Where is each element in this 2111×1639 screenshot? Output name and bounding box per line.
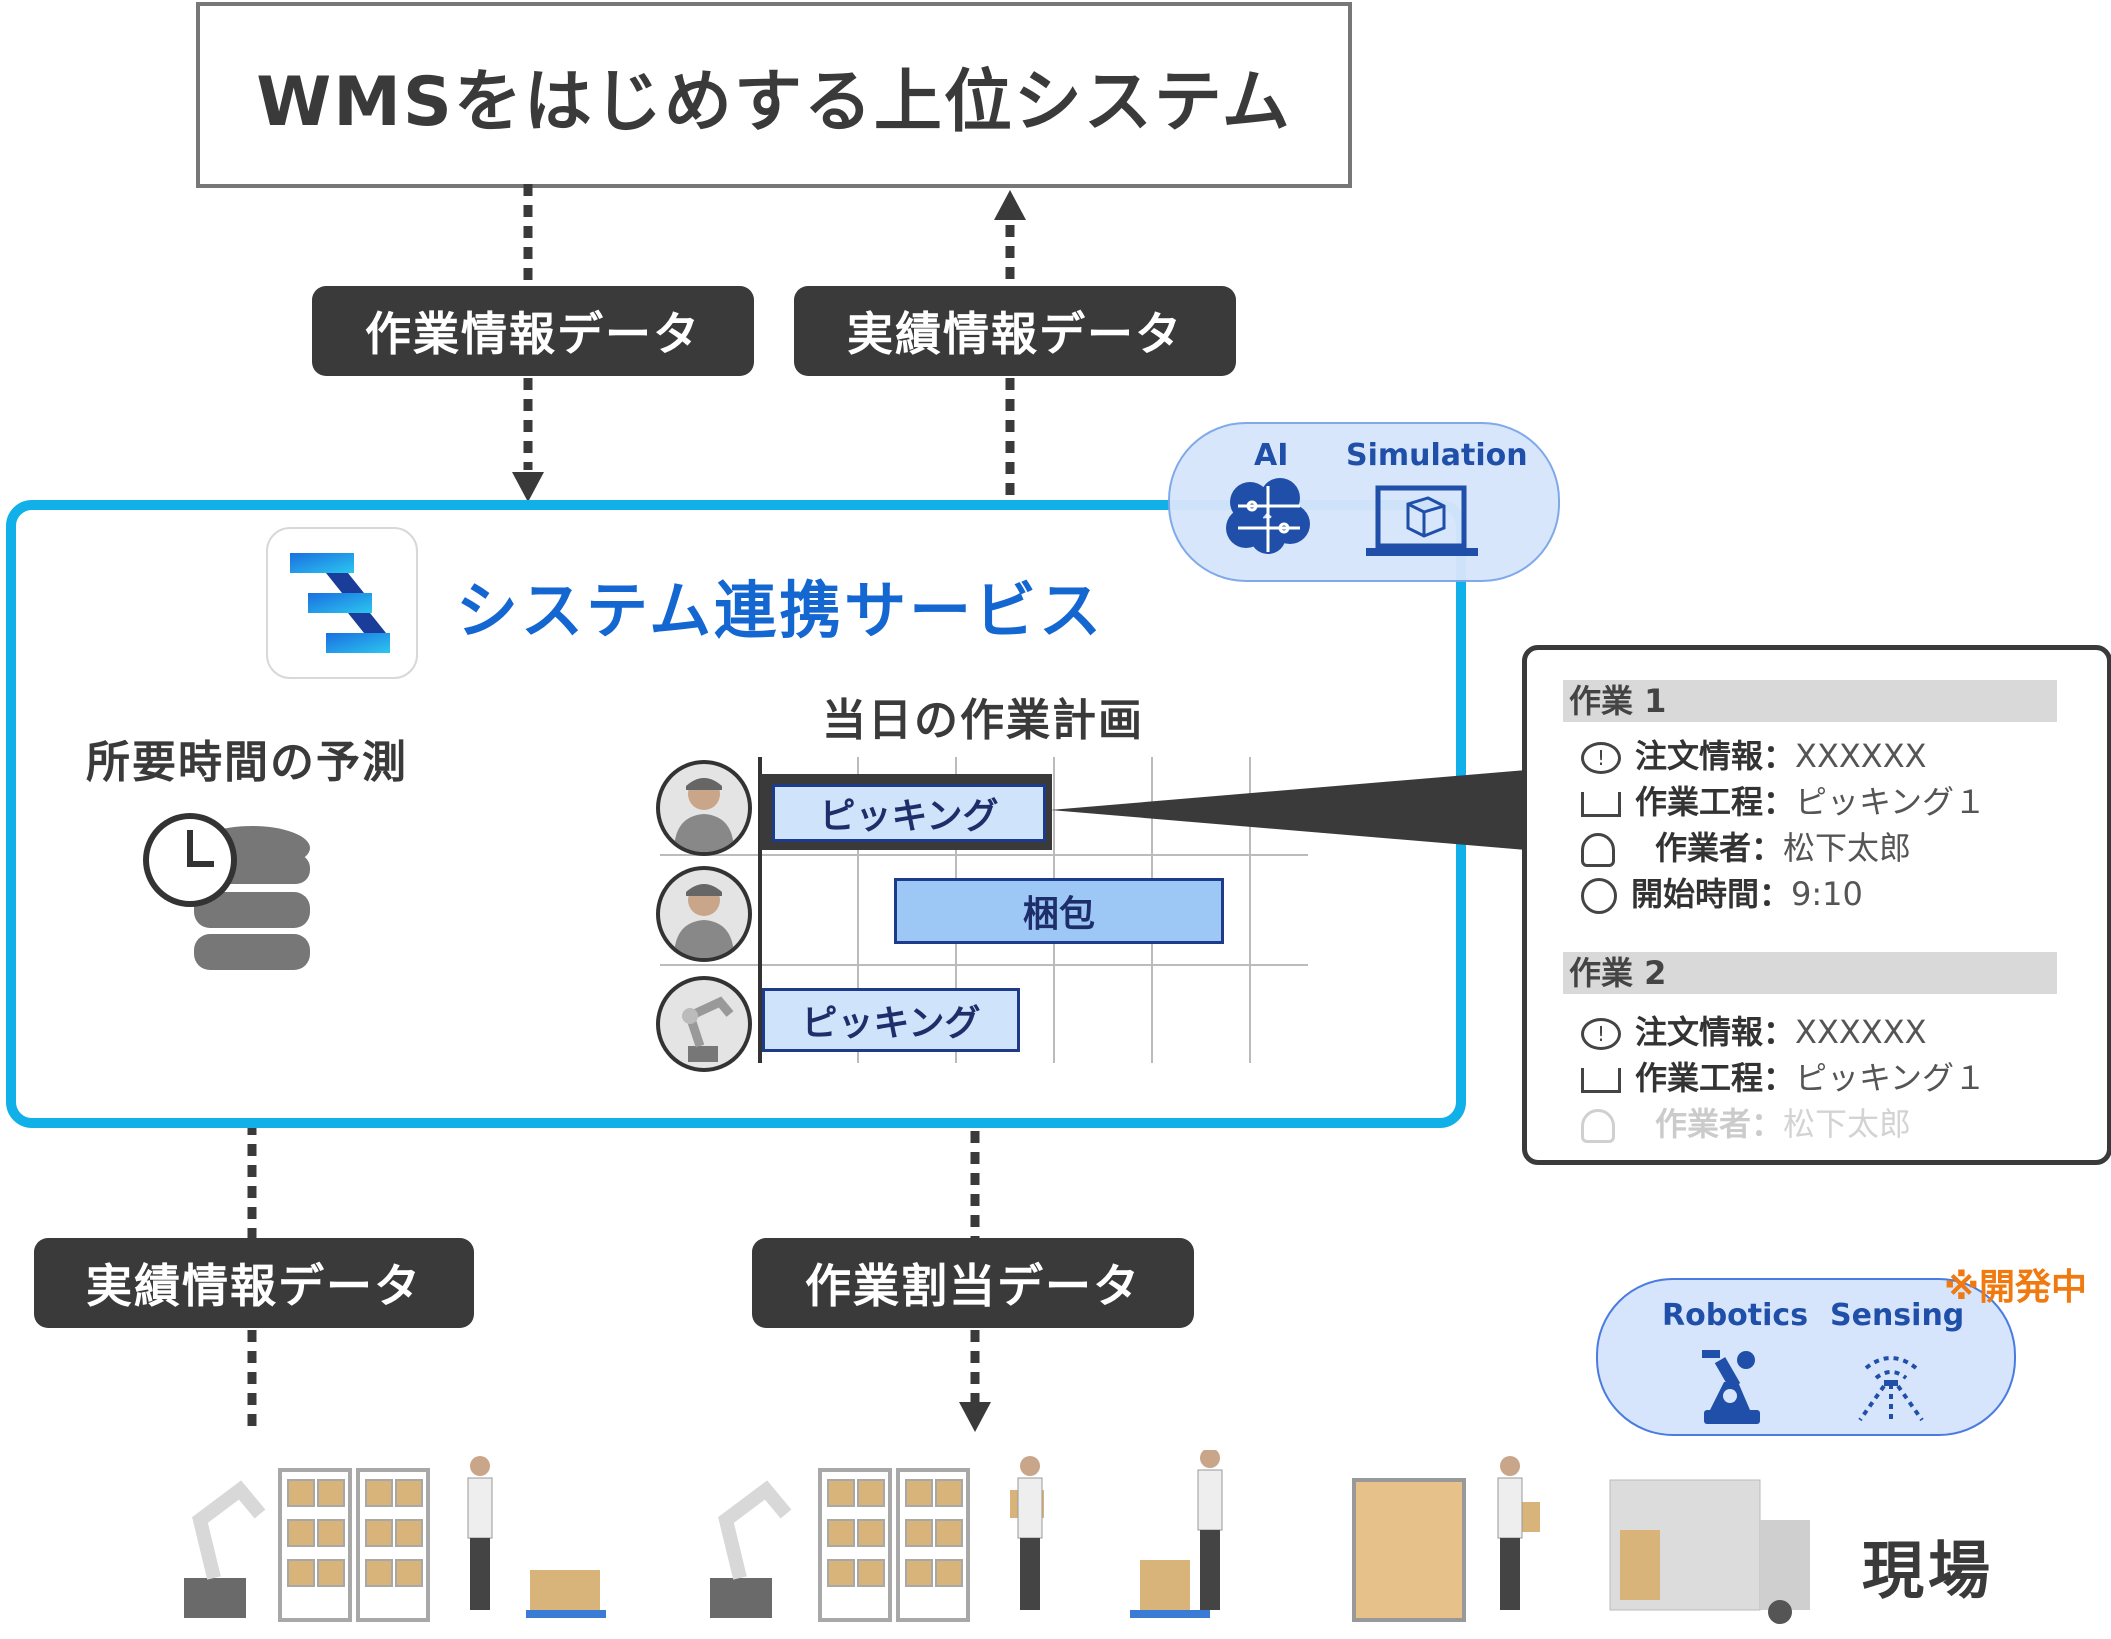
gantt-bar-picking-2[interactable]: ピッキング [762, 988, 1020, 1052]
service-logo [266, 527, 418, 679]
top-system-title: WMSをはじめする上位システム [256, 62, 1292, 142]
worker-with-cart [1130, 1450, 1223, 1618]
callout-pointer [1050, 770, 1526, 850]
arrow-head-down [959, 1402, 991, 1432]
robot-arm-icon [1702, 1350, 1760, 1424]
detail-row: !注文情報：XXXXXX [1581, 734, 1927, 778]
robot-arm-station [184, 1480, 266, 1618]
results-bottom-label: 実績情報データ [86, 1259, 422, 1313]
job1-header: 作業 1 [1563, 680, 2057, 722]
in-development-note: ※開発中 [1944, 1267, 2087, 1308]
results-bottom-pill: 実績情報データ [34, 1238, 474, 1328]
database-clock-icon [143, 813, 310, 970]
shelf-stack [278, 1468, 430, 1622]
detail-row: 開始時間：9:10 [1581, 872, 1863, 916]
assignment-pill: 作業割当データ [752, 1238, 1194, 1328]
job2-header: 作業 2 [1563, 952, 2057, 994]
gantt-bar-packing[interactable]: 梱包 [894, 878, 1224, 944]
robotics-sensing-badge [1596, 1278, 2016, 1436]
warehouse-field-illustration [184, 1450, 1810, 1624]
cart-icon [1581, 791, 1621, 817]
gantt-bar-label: ピッキング [801, 1003, 981, 1044]
worker-figure [1497, 1456, 1540, 1610]
clock-icon [1581, 878, 1617, 914]
service-title: システム連携サービス [456, 574, 1105, 647]
assignment-label: 作業割当データ [805, 1259, 1141, 1313]
robotics-label: Robotics [1662, 1298, 1809, 1333]
work-info-label: 作業情報データ [365, 307, 701, 361]
info-icon: ! [1581, 1018, 1621, 1050]
sensor-icon [1858, 1356, 1924, 1422]
arrow-head-down [512, 472, 544, 502]
task-detail-panel: 作業 1 !注文情報：XXXXXX 作業工程：ピッキング１ 作業者：松下太郎 開… [1522, 645, 2111, 1165]
prediction-label: 所要時間の予測 [86, 737, 408, 788]
top-system-box: WMSをはじめする上位システム [196, 2, 1352, 188]
detail-row: 作業工程：ピッキング１ [1581, 780, 1986, 824]
robot-avatar [656, 976, 752, 1072]
simulation-laptop-icon [1366, 485, 1478, 556]
field-label: 現場 [1862, 1534, 1995, 1607]
logo-mark-icon [290, 553, 390, 653]
gantt-bar-label: ピッキング [819, 796, 999, 837]
plan-title: 当日の作業計画 [822, 695, 1144, 746]
gantt-bar-label: 梱包 [1022, 894, 1095, 935]
results-top-label: 実績情報データ [847, 307, 1183, 361]
simulation-label: Simulation [1346, 438, 1528, 473]
detail-row: 作業工程：ピッキング１ [1581, 1056, 1986, 1100]
shelf-stack [818, 1468, 970, 1622]
person-icon [1581, 833, 1615, 867]
detail-row-faded: 作業者：松下太郎 [1581, 1102, 1911, 1146]
person-icon [1581, 1109, 1615, 1143]
worker-figure [1010, 1456, 1044, 1610]
results-top-pill: 実績情報データ [794, 286, 1236, 376]
roll-cage [1352, 1478, 1466, 1622]
brain-icon [1226, 478, 1310, 554]
detail-row: 作業者：松下太郎 [1581, 826, 1911, 870]
worker-figure [467, 1456, 493, 1610]
gantt-bar-picking-1[interactable]: ピッキング [772, 784, 1046, 842]
arrow-head-up [994, 190, 1026, 220]
info-icon: ! [1581, 742, 1621, 774]
cart-icon [1581, 1067, 1621, 1093]
delivery-truck [1609, 1479, 1810, 1624]
sensing-label: Sensing [1830, 1298, 1965, 1333]
work-info-pill: 作業情報データ [312, 286, 754, 376]
ai-label: AI [1254, 438, 1289, 473]
worker-avatar [656, 866, 752, 962]
robot-arm-station [710, 1480, 792, 1618]
worker-avatar [656, 760, 752, 856]
hand-cart [526, 1570, 606, 1618]
detail-row: !注文情報：XXXXXX [1581, 1010, 1927, 1054]
